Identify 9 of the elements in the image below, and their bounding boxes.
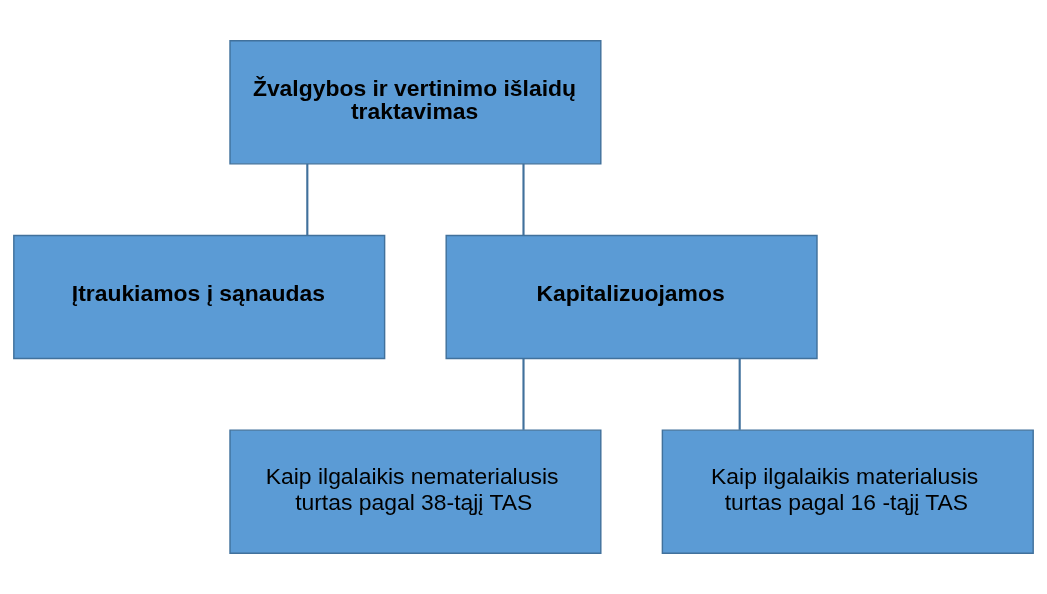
connector bbox=[522, 358, 525, 430]
node-box: Žvalgybos ir vertinimo išlaidų traktavimas bbox=[229, 40, 602, 165]
connector bbox=[522, 163, 525, 236]
node-box: Įtraukiamos į sąnaudas bbox=[13, 234, 386, 360]
node-box: Kapitalizuojamos bbox=[445, 234, 818, 360]
connector bbox=[738, 358, 741, 430]
node-box: Kaip ilgalaikis materialusis turtas pagal 16 -tąjį TAS bbox=[661, 429, 1034, 554]
connector bbox=[306, 163, 309, 236]
node-box: Kaip ilgalaikis nematerialusis turtas pagal 38-tąjį TAS bbox=[229, 429, 602, 554]
